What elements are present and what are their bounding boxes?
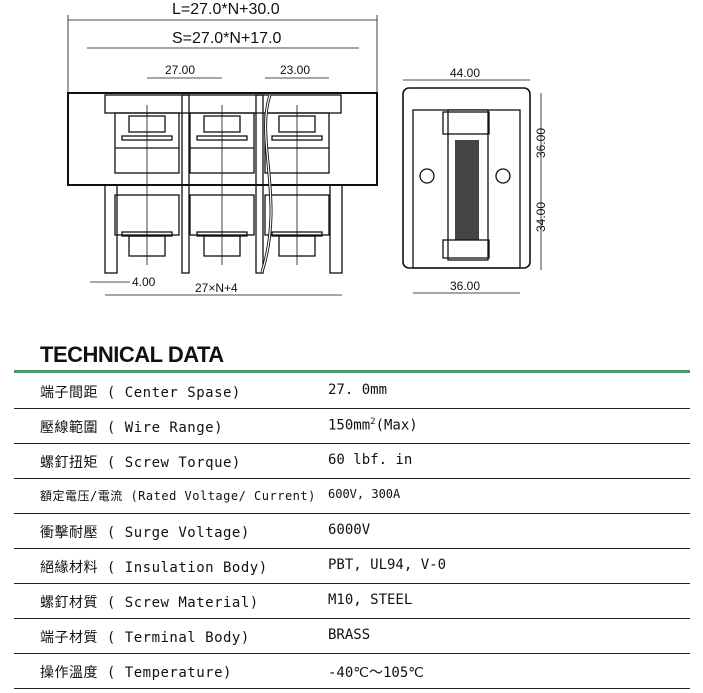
table-row: 螺釘材質 ( Screw Material) M10, STEEL xyxy=(14,583,690,619)
dim-23: 23.00 xyxy=(280,63,310,77)
superscript: 2 xyxy=(370,417,376,427)
row-label: 操作溫度 ( Temperature) xyxy=(40,665,232,681)
table-row: 衝擊耐壓 ( Surge Voltage) 6000V xyxy=(14,513,690,549)
technical-drawing: L=27.0*N+30.0 S=27.0*N+17.0 27.00 23.00 … xyxy=(67,1,548,296)
row-value: BRASS xyxy=(328,627,371,643)
row-value: 27. 0mm xyxy=(328,382,388,398)
title-divider xyxy=(14,370,690,373)
row-value: 6000V xyxy=(328,522,371,538)
row-label: 端子間距 ( Center Spase) xyxy=(40,385,241,401)
row-value: 150mm2(Max) xyxy=(328,417,418,434)
row-label: 螺釘扭矩 ( Screw Torque) xyxy=(40,455,241,471)
row-value: 60 lbf. in xyxy=(328,452,413,468)
table-row: 螺釘扭矩 ( Screw Torque) 60 lbf. in xyxy=(14,443,690,479)
dim-L: L=27.0*N+30.0 xyxy=(172,1,280,18)
front-view: L=27.0*N+30.0 S=27.0*N+17.0 27.00 23.00 … xyxy=(67,1,378,296)
dim-pitch: 27.00 xyxy=(165,63,195,77)
dim-side-h-bottom: 34.00 xyxy=(534,202,548,232)
row-value: -40℃～105℃ xyxy=(328,665,425,681)
section-title: TECHNICAL DATA xyxy=(40,342,224,367)
row-value: M10, STEEL xyxy=(328,592,413,608)
side-view: 44.00 36.00 34.00 36.00 xyxy=(402,66,548,294)
row-label: 衝擊耐壓 ( Surge Voltage) xyxy=(40,525,250,541)
table-row: 絕緣材料 ( Insulation Body) PBT, UL94, V-0 xyxy=(14,548,690,584)
dim-side-bottom: 36.00 xyxy=(450,279,480,293)
dim-side-h-top: 36.00 xyxy=(534,128,548,158)
row-value: 600V, 300A xyxy=(328,487,401,501)
row-label: 螺釘材質 ( Screw Material) xyxy=(40,595,259,611)
dim-4: 4.00 xyxy=(132,275,156,289)
table-row: 端子材質 ( Terminal Body) BRASS xyxy=(14,618,690,654)
dim-side-top: 44.00 xyxy=(450,66,480,80)
dim-bottom: 27×N+4 xyxy=(195,281,238,295)
table-row: 壓線範圍 ( Wire Range) 150mm2(Max) xyxy=(14,408,690,444)
row-value: PBT, UL94, V-0 xyxy=(328,557,447,573)
dim-S: S=27.0*N+17.0 xyxy=(172,30,282,47)
row-label: 額定電压/電流 (Rated Voltage/ Current) xyxy=(40,489,316,503)
row-label: 絕緣材料 ( Insulation Body) xyxy=(40,560,268,576)
table-row: 端子間距 ( Center Spase) 27. 0mm xyxy=(14,373,690,409)
table-row: 額定電压/電流 (Rated Voltage/ Current) 600V, 30… xyxy=(14,478,690,514)
row-label: 壓線範圍 ( Wire Range) xyxy=(40,420,224,436)
table-row: 操作溫度 ( Temperature) -40℃～105℃ xyxy=(14,653,690,689)
row-label: 端子材質 ( Terminal Body) xyxy=(40,630,250,646)
